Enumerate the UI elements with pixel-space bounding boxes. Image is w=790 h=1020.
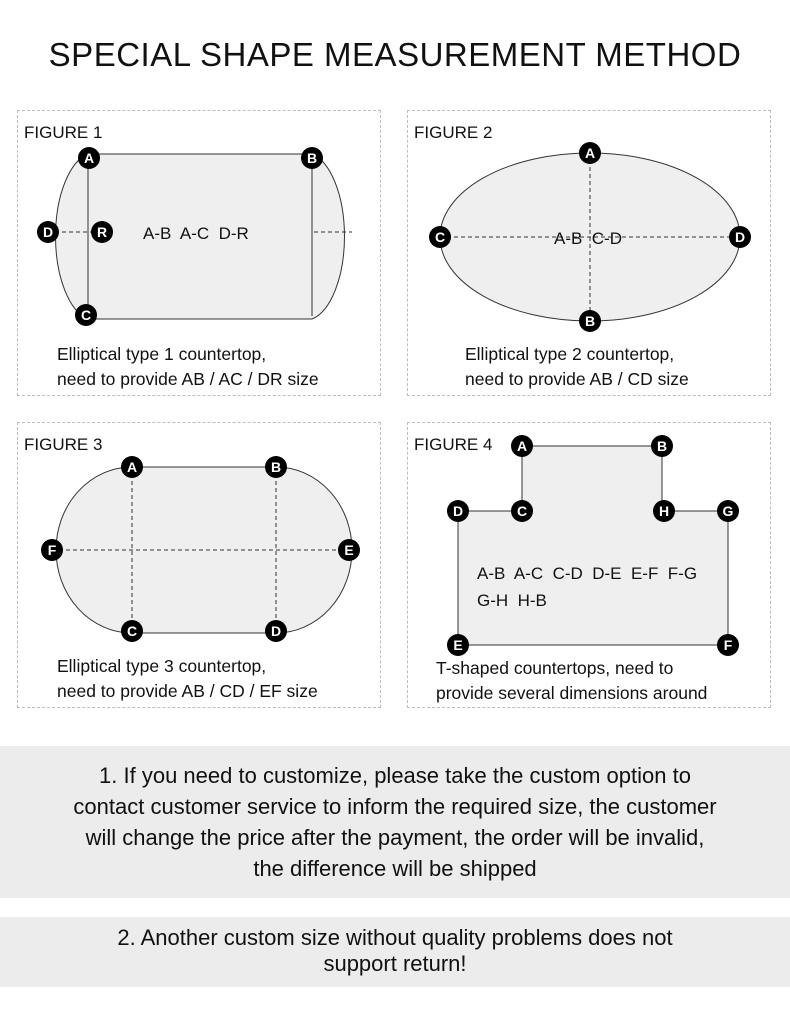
point-c: C	[511, 500, 533, 522]
figure-2-caption-line-1: Elliptical type 2 countertop,	[465, 344, 675, 364]
point-a-label: A	[127, 459, 137, 475]
figure-3-caption-line-2: need to provide AB / CD / EF size	[57, 681, 318, 701]
figure-3-caption-line-1: Elliptical type 3 countertop,	[57, 656, 267, 676]
figure-4-diagram: A-B A-C C-D D-E E-F F-G G-H H-B A B C D …	[447, 435, 739, 656]
point-b-label: B	[271, 459, 281, 475]
point-d-label: D	[735, 229, 745, 245]
point-a: A	[511, 435, 533, 457]
figure-1-diagram: A-B A-C D-R A B C D R	[37, 147, 352, 326]
figure-3-caption: Elliptical type 3 countertop, need to pr…	[57, 654, 318, 704]
page-title: SPECIAL SHAPE MEASUREMENT METHOD	[48, 36, 742, 73]
custom-size-note-line-1: 1. If you need to customize, please take…	[99, 763, 691, 788]
point-a-label: A	[585, 145, 595, 161]
point-a: A	[579, 142, 601, 164]
figure-1-caption-line-1: Elliptical type 1 countertop,	[57, 344, 267, 364]
figure-3-label: FIGURE 3	[24, 435, 103, 454]
point-c: C	[75, 304, 97, 326]
point-a-label: A	[517, 438, 527, 454]
figure-4-dims-line-1: A-B A-C C-D D-E E-F F-G	[477, 564, 697, 583]
figure-4-panel: FIGURE 4 A-B A-C C-D D-E E-F F-G G-H H-B…	[407, 422, 771, 708]
point-b: B	[651, 435, 673, 457]
point-h: H	[653, 500, 675, 522]
figure-2-panel: FIGURE 2 A-B C-D A B C D Elliptical type…	[407, 110, 771, 396]
point-d-label: D	[271, 623, 281, 639]
figure-4-caption-line-1: T-shaped countertops, need to	[436, 658, 674, 678]
point-e-label: E	[453, 637, 462, 653]
figure-2-diagram: A-B C-D A B C D	[429, 142, 751, 332]
return-policy-note-line-2: support return!	[323, 951, 467, 976]
point-d-label: D	[453, 503, 463, 519]
point-f: F	[717, 634, 739, 656]
point-c: C	[121, 620, 143, 642]
figure-1-label: FIGURE 1	[24, 123, 103, 142]
point-f-label: F	[48, 542, 57, 558]
return-policy-note: 2. Another custom size without quality p…	[0, 917, 790, 987]
figure-3-diagram: A B C D E F	[41, 456, 360, 642]
point-b: B	[301, 147, 323, 169]
point-b: B	[265, 456, 287, 478]
figure-4-caption-line-2: provide several dimensions around	[436, 683, 708, 703]
return-policy-note-line-1: 2. Another custom size without quality p…	[117, 925, 673, 950]
point-c-label: C	[81, 307, 91, 323]
point-b-label: B	[307, 150, 317, 166]
point-d: D	[265, 620, 287, 642]
figure-4-dims-line-2: G-H H-B	[477, 591, 547, 610]
figure-2-dims: A-B C-D	[554, 229, 622, 248]
point-d: D	[729, 226, 751, 248]
figure-1-panel: FIGURE 1 A-B A-C D-R A B C D R Elliptica…	[17, 110, 381, 396]
figure-4-caption: T-shaped countertops, need to provide se…	[436, 656, 707, 706]
figure-4-shape	[457, 445, 729, 646]
figure-1-shape	[55, 153, 345, 320]
figure-2-label: FIGURE 2	[414, 123, 493, 142]
custom-size-note-line-4: the difference will be shipped	[253, 856, 537, 881]
point-e: E	[338, 539, 360, 561]
point-c-label: C	[435, 229, 445, 245]
figure-1-dims: A-B A-C D-R	[143, 224, 249, 243]
point-e-label: E	[344, 542, 353, 558]
point-g: G	[717, 500, 739, 522]
custom-size-note: 1. If you need to customize, please take…	[0, 746, 790, 898]
point-e: E	[447, 634, 469, 656]
point-r: R	[91, 221, 113, 243]
point-r-label: R	[97, 224, 107, 240]
point-a: A	[78, 147, 100, 169]
point-d: D	[37, 221, 59, 243]
point-d: D	[447, 500, 469, 522]
figure-1-caption-line-2: need to provide AB / AC / DR size	[57, 369, 319, 389]
point-b-label: B	[585, 313, 595, 329]
point-b-label: B	[657, 438, 667, 454]
custom-size-note-line-3: will change the price after the payment,…	[85, 825, 705, 850]
figure-4-label: FIGURE 4	[414, 435, 493, 454]
point-f-label: F	[724, 637, 733, 653]
custom-size-note-line-2: contact customer service to inform the r…	[73, 794, 717, 819]
point-a-label: A	[84, 150, 94, 166]
point-c-label: C	[517, 503, 527, 519]
point-h-label: H	[659, 503, 669, 519]
figure-2-caption-line-2: need to provide AB / CD size	[465, 369, 689, 389]
point-g-label: G	[723, 503, 734, 519]
point-a: A	[121, 456, 143, 478]
figure-3-panel: FIGURE 3 A B C D E F Elliptical type 3 c…	[17, 422, 381, 708]
figure-1-caption: Elliptical type 1 countertop, need to pr…	[57, 342, 319, 392]
point-f: F	[41, 539, 63, 561]
point-b: B	[579, 310, 601, 332]
point-c-label: C	[127, 623, 137, 639]
point-c: C	[429, 226, 451, 248]
point-d-label: D	[43, 224, 53, 240]
figure-2-caption: Elliptical type 2 countertop, need to pr…	[465, 342, 689, 392]
